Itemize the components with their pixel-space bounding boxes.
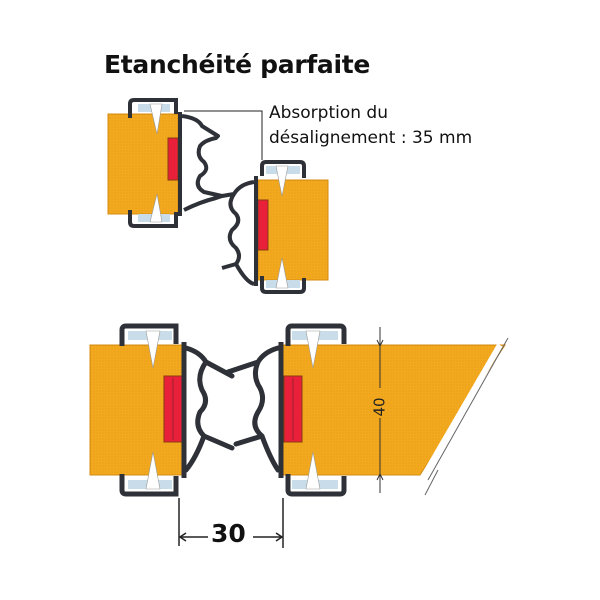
diagram-title: Etanchéité parfaite	[104, 50, 371, 79]
gap-dimension	[178, 498, 284, 548]
thickness-dimension-label: 40	[370, 397, 389, 417]
right-panel-top	[254, 160, 329, 294]
left-panel-bottom	[89, 323, 187, 497]
left-panel-top	[107, 98, 182, 228]
annotation-line-1: Absorption du	[269, 103, 388, 123]
gap-dimension-label: 30	[211, 519, 246, 548]
misalignment-annotation: Absorption du désalignement : 35 mm	[269, 101, 472, 151]
thickness-dimension	[376, 327, 384, 493]
annotation-line-2: désalignement : 35 mm	[269, 128, 473, 148]
misaligned-assembly	[107, 98, 329, 294]
right-panel-bottom	[278, 323, 506, 497]
aligned-assembly	[89, 323, 509, 497]
